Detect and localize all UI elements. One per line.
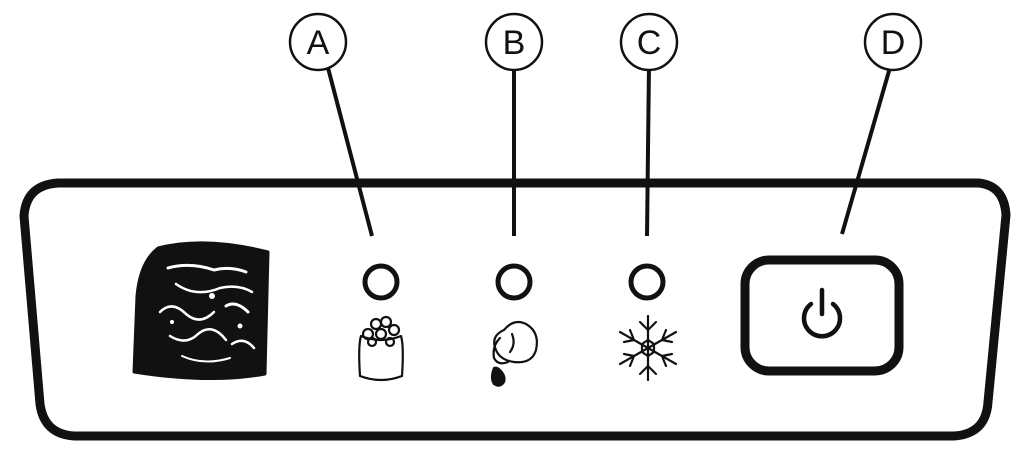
ice-basket-icon bbox=[358, 315, 404, 382]
ice-making-indicator-light bbox=[628, 263, 666, 301]
callout-c: C bbox=[619, 12, 679, 72]
callout-a-label: A bbox=[307, 24, 330, 62]
power-button[interactable] bbox=[740, 255, 904, 376]
callout-a-leader bbox=[325, 63, 374, 237]
water-drop-icon bbox=[490, 320, 538, 387]
ice-cube-logo-icon bbox=[132, 241, 270, 381]
control-panel-outline bbox=[19, 178, 1011, 441]
callout-d-label: D bbox=[881, 24, 906, 62]
callout-b: B bbox=[484, 12, 544, 72]
callout-c-label: C bbox=[637, 24, 662, 62]
add-water-indicator-light bbox=[495, 263, 533, 301]
callout-b-label: B bbox=[503, 24, 526, 62]
power-icon bbox=[801, 287, 843, 339]
callout-d-leader bbox=[840, 63, 893, 235]
callout-a: A bbox=[288, 12, 348, 72]
ice-full-indicator-light bbox=[362, 263, 400, 301]
snowflake-icon bbox=[618, 314, 678, 382]
callout-d: D bbox=[863, 12, 923, 72]
callout-c-leader bbox=[645, 63, 651, 237]
